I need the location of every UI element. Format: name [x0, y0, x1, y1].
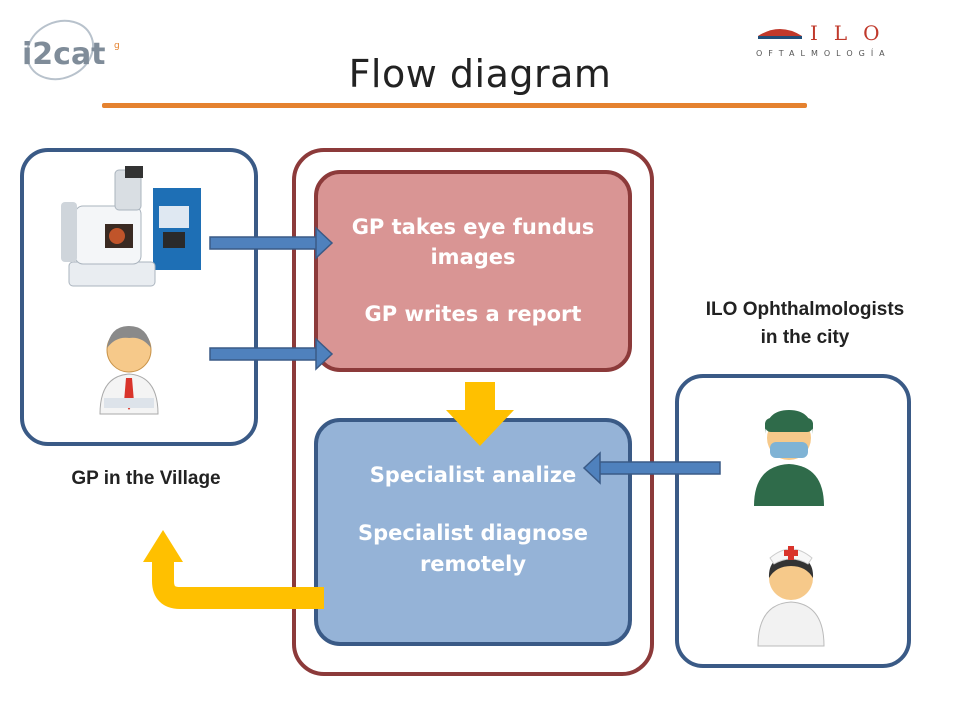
ilo-label-line2: in the city [760, 326, 850, 348]
title-underline [102, 103, 807, 108]
ilo-ophthalmologists-label: ILO Ophthalmologists in the city [655, 296, 955, 351]
fundus-camera-icon [61, 166, 201, 287]
surgeon-icon [754, 410, 824, 506]
gp-task-report: GP writes a report [364, 301, 582, 326]
ilo-logo-subtitle: OFTALMOLOGÍA [756, 47, 891, 58]
svg-text:g: g [114, 41, 120, 51]
specialist-task-diagnose-cont: remotely [419, 551, 527, 576]
gp-tasks-box: GP takes eye fundus images GP writes a r… [314, 170, 632, 372]
page-title: Flow diagram [348, 52, 612, 96]
i2cat-logo: i2cat g [22, 19, 120, 81]
gp-village-label: GP in the Village [71, 468, 221, 489]
specialist-task-analize: Specialist analize [369, 463, 577, 487]
gp-doctor-icon [99, 326, 159, 415]
specialist-tasks-box: Specialist analize Specialist diagnose r… [314, 418, 632, 646]
i2cat-logo-text: i2cat [22, 37, 106, 72]
nurse-icon [757, 546, 825, 647]
specialist-task-diagnose: Specialist diagnose [357, 521, 588, 546]
gp-task-fundus-cont: images [430, 245, 516, 270]
gp-task-fundus: GP takes eye fundus [351, 215, 595, 239]
ilo-label-line1: ILO Ophthalmologists [705, 299, 905, 320]
ilo-logo-text: ILO [810, 21, 896, 45]
ilo-logo: ILO OFTALMOLOGÍA [756, 21, 896, 58]
